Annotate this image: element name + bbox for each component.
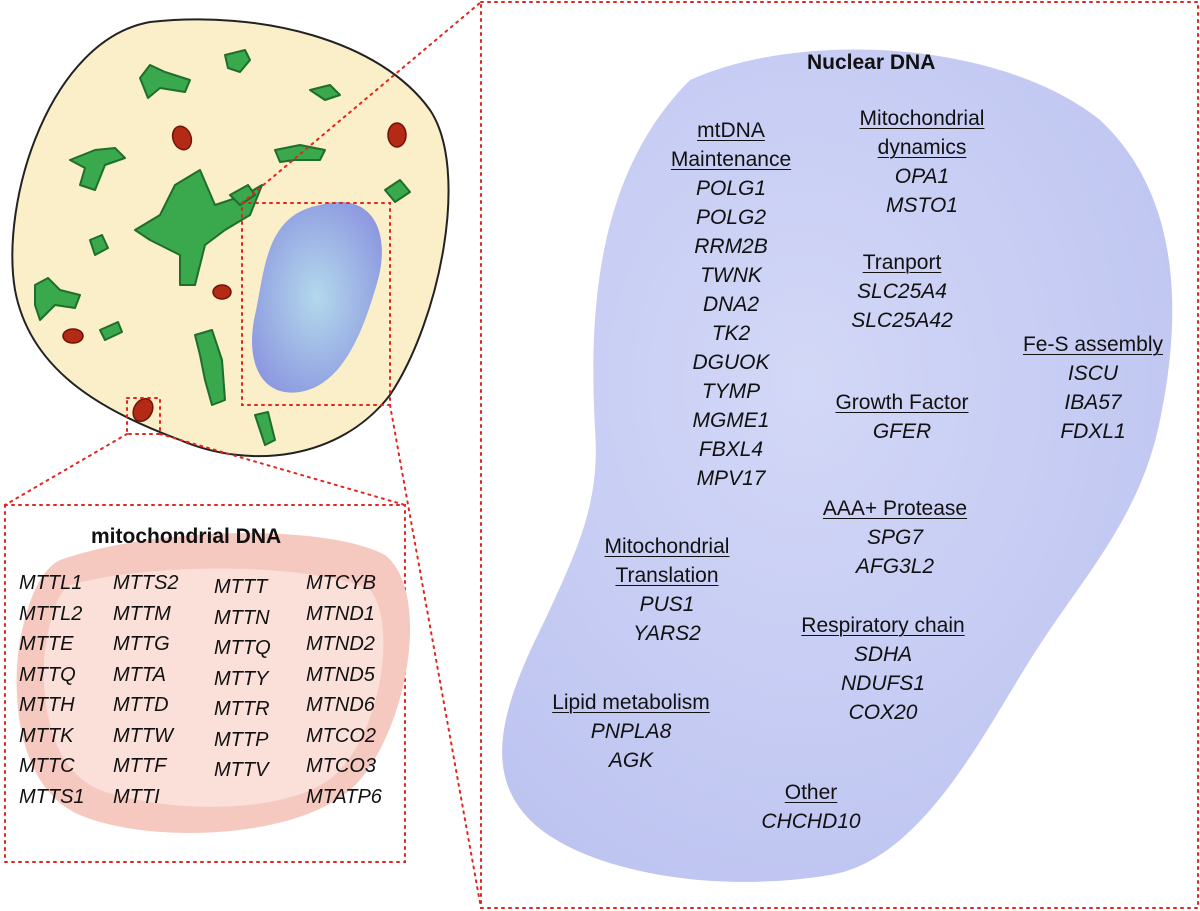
gene-label: POLG2	[695, 206, 767, 229]
gene-label: MTTR	[214, 698, 270, 720]
gene-label: MTTQ	[19, 663, 76, 686]
gene-label: MTTV	[214, 759, 269, 781]
gene-label: MTTL2	[19, 602, 83, 625]
group-header: Tranport	[862, 251, 942, 274]
gene-label: MTTG	[113, 633, 170, 655]
group-mitochondrial-dynamics: Mitochondrial dynamics OPA1 MSTO1	[860, 104, 985, 220]
mtdna-column-4: MTCYB MTND1 MTND2 MTND5 MTND6 MTCO2 MTCO…	[306, 568, 382, 812]
gene-label: MTTE	[19, 633, 74, 655]
gene-label: MPV17	[696, 467, 766, 490]
gene-label: SPG7	[866, 526, 924, 549]
gene-label: COX20	[848, 701, 918, 724]
gene-label: GFER	[872, 420, 932, 443]
gene-label: OPA1	[894, 165, 950, 188]
gene-label: MTCYB	[306, 572, 376, 594]
group-lipid-metabolism: Lipid metabolism PNPLA8 AGK	[552, 688, 710, 775]
gene-label: MTTS2	[113, 572, 179, 594]
gene-label: MTND5	[306, 663, 375, 686]
group-other: Other CHCHD10	[761, 778, 860, 836]
gene-label: PNPLA8	[590, 720, 672, 743]
group-header: Growth Factor	[835, 391, 969, 414]
gene-label: TWNK	[700, 264, 762, 287]
group-respiratory-chain: Respiratory chain SDHA NDUFS1 COX20	[801, 611, 964, 727]
gene-label: FDXL1	[1060, 420, 1126, 443]
gene-label: MSTO1	[886, 194, 958, 217]
green-mitochondria	[34, 49, 411, 446]
gene-label: MTTH	[19, 694, 75, 716]
group-mtdna-maintenance: mtDNA Maintenance POLG1 POLG2 RRM2B TWNK…	[671, 116, 791, 493]
zoom-outlines	[4, 1, 1199, 909]
group-header: Lipid metabolism	[552, 691, 710, 714]
group-header: Respiratory chain	[801, 614, 965, 637]
gene-label: MTTD	[113, 694, 169, 716]
gene-label: NDUFS1	[840, 672, 925, 695]
gene-label: MTTQ	[214, 637, 271, 659]
gene-label: MTTM	[113, 602, 171, 625]
mtdna-column-1: MTTL1 MTTL2 MTTE MTTQ MTTH MTTK MTTC MTT…	[19, 568, 85, 812]
gene-label: MTTF	[113, 755, 167, 777]
gene-label: PUS1	[639, 593, 695, 616]
gene-label: MTATP6	[306, 785, 382, 808]
mtdna-column-3: MTTT MTTN MTTQ MTTY MTTR MTTP MTTV	[214, 572, 271, 786]
gene-label: MTTC	[19, 755, 75, 777]
gene-label: MTTS1	[19, 785, 85, 808]
gene-label: MTTI	[113, 785, 160, 808]
gene-label: AGK	[608, 749, 654, 772]
gene-label: IBA57	[1064, 391, 1122, 414]
group-transport: Tranport SLC25A4 SLC25A42	[851, 248, 953, 335]
group-header: AAA+ Protease	[822, 497, 968, 520]
group-fes-assembly: Fe-S assembly ISCU IBA57 FDXL1	[1023, 330, 1163, 446]
gene-label: YARS2	[633, 622, 701, 645]
gene-label: MTND6	[306, 694, 375, 716]
gene-label: MTTY	[214, 667, 269, 690]
gene-label: ISCU	[1067, 362, 1119, 385]
nuclear-dna-title: Nuclear DNA	[807, 51, 936, 74]
gene-label: MTTW	[113, 724, 173, 747]
gene-label: MTCO3	[306, 755, 376, 777]
gene-label: MTTA	[113, 663, 166, 686]
mtdna-column-2: MTTS2 MTTM MTTG MTTA MTTD MTTW MTTF MTTI	[113, 568, 179, 812]
group-header: Fe-S assembly	[1022, 333, 1164, 356]
group-header: Other	[784, 781, 838, 804]
group-aaa-protease: AAA+ Protease SPG7 AFG3L2	[823, 494, 967, 581]
gene-label: SLC25A4	[857, 280, 947, 303]
gene-label: RRM2B	[694, 235, 768, 258]
gene-label: TK2	[711, 322, 751, 345]
group-header: Mitochondrial	[859, 107, 985, 130]
gene-label: TYMP	[701, 380, 761, 403]
group-header: mtDNA	[697, 119, 765, 142]
group-header: Maintenance	[670, 148, 792, 171]
gene-label: SLC25A42	[851, 309, 953, 332]
gene-label: AFG3L2	[855, 555, 935, 578]
red-mitochondria	[62, 122, 407, 423]
gene-label: DGUOK	[692, 351, 770, 374]
gene-label: MTND1	[306, 602, 375, 625]
gene-label: MTTN	[214, 606, 270, 629]
gene-label: MTTL1	[19, 572, 83, 594]
gene-label: POLG1	[695, 177, 767, 200]
mito-dna-blob	[16, 533, 411, 833]
group-header: dynamics	[877, 136, 967, 159]
mitochondrial-dna-title: mitochondrial DNA	[91, 525, 282, 548]
nucleus	[252, 201, 382, 393]
gene-label: MTCO2	[306, 724, 376, 747]
gene-label: MTTT	[214, 576, 268, 598]
gene-label: SDHA	[853, 643, 913, 666]
nuclear-dna-blob	[502, 49, 1173, 882]
gene-label: MTTK	[19, 724, 74, 747]
gene-label: MTND2	[306, 633, 375, 655]
group-growth-factor: Growth Factor GFER	[835, 388, 968, 446]
gene-label: MGME1	[692, 409, 770, 432]
gene-label: CHCHD10	[761, 810, 861, 833]
group-mitochondrial-translation: Mitochondrial Translation PUS1 YARS2	[605, 532, 730, 648]
group-header: Mitochondrial	[604, 535, 730, 558]
gene-label: MTTP	[214, 728, 269, 751]
gene-label: FBXL4	[698, 438, 764, 461]
group-header: Translation	[615, 564, 719, 587]
gene-label: DNA2	[702, 293, 760, 316]
